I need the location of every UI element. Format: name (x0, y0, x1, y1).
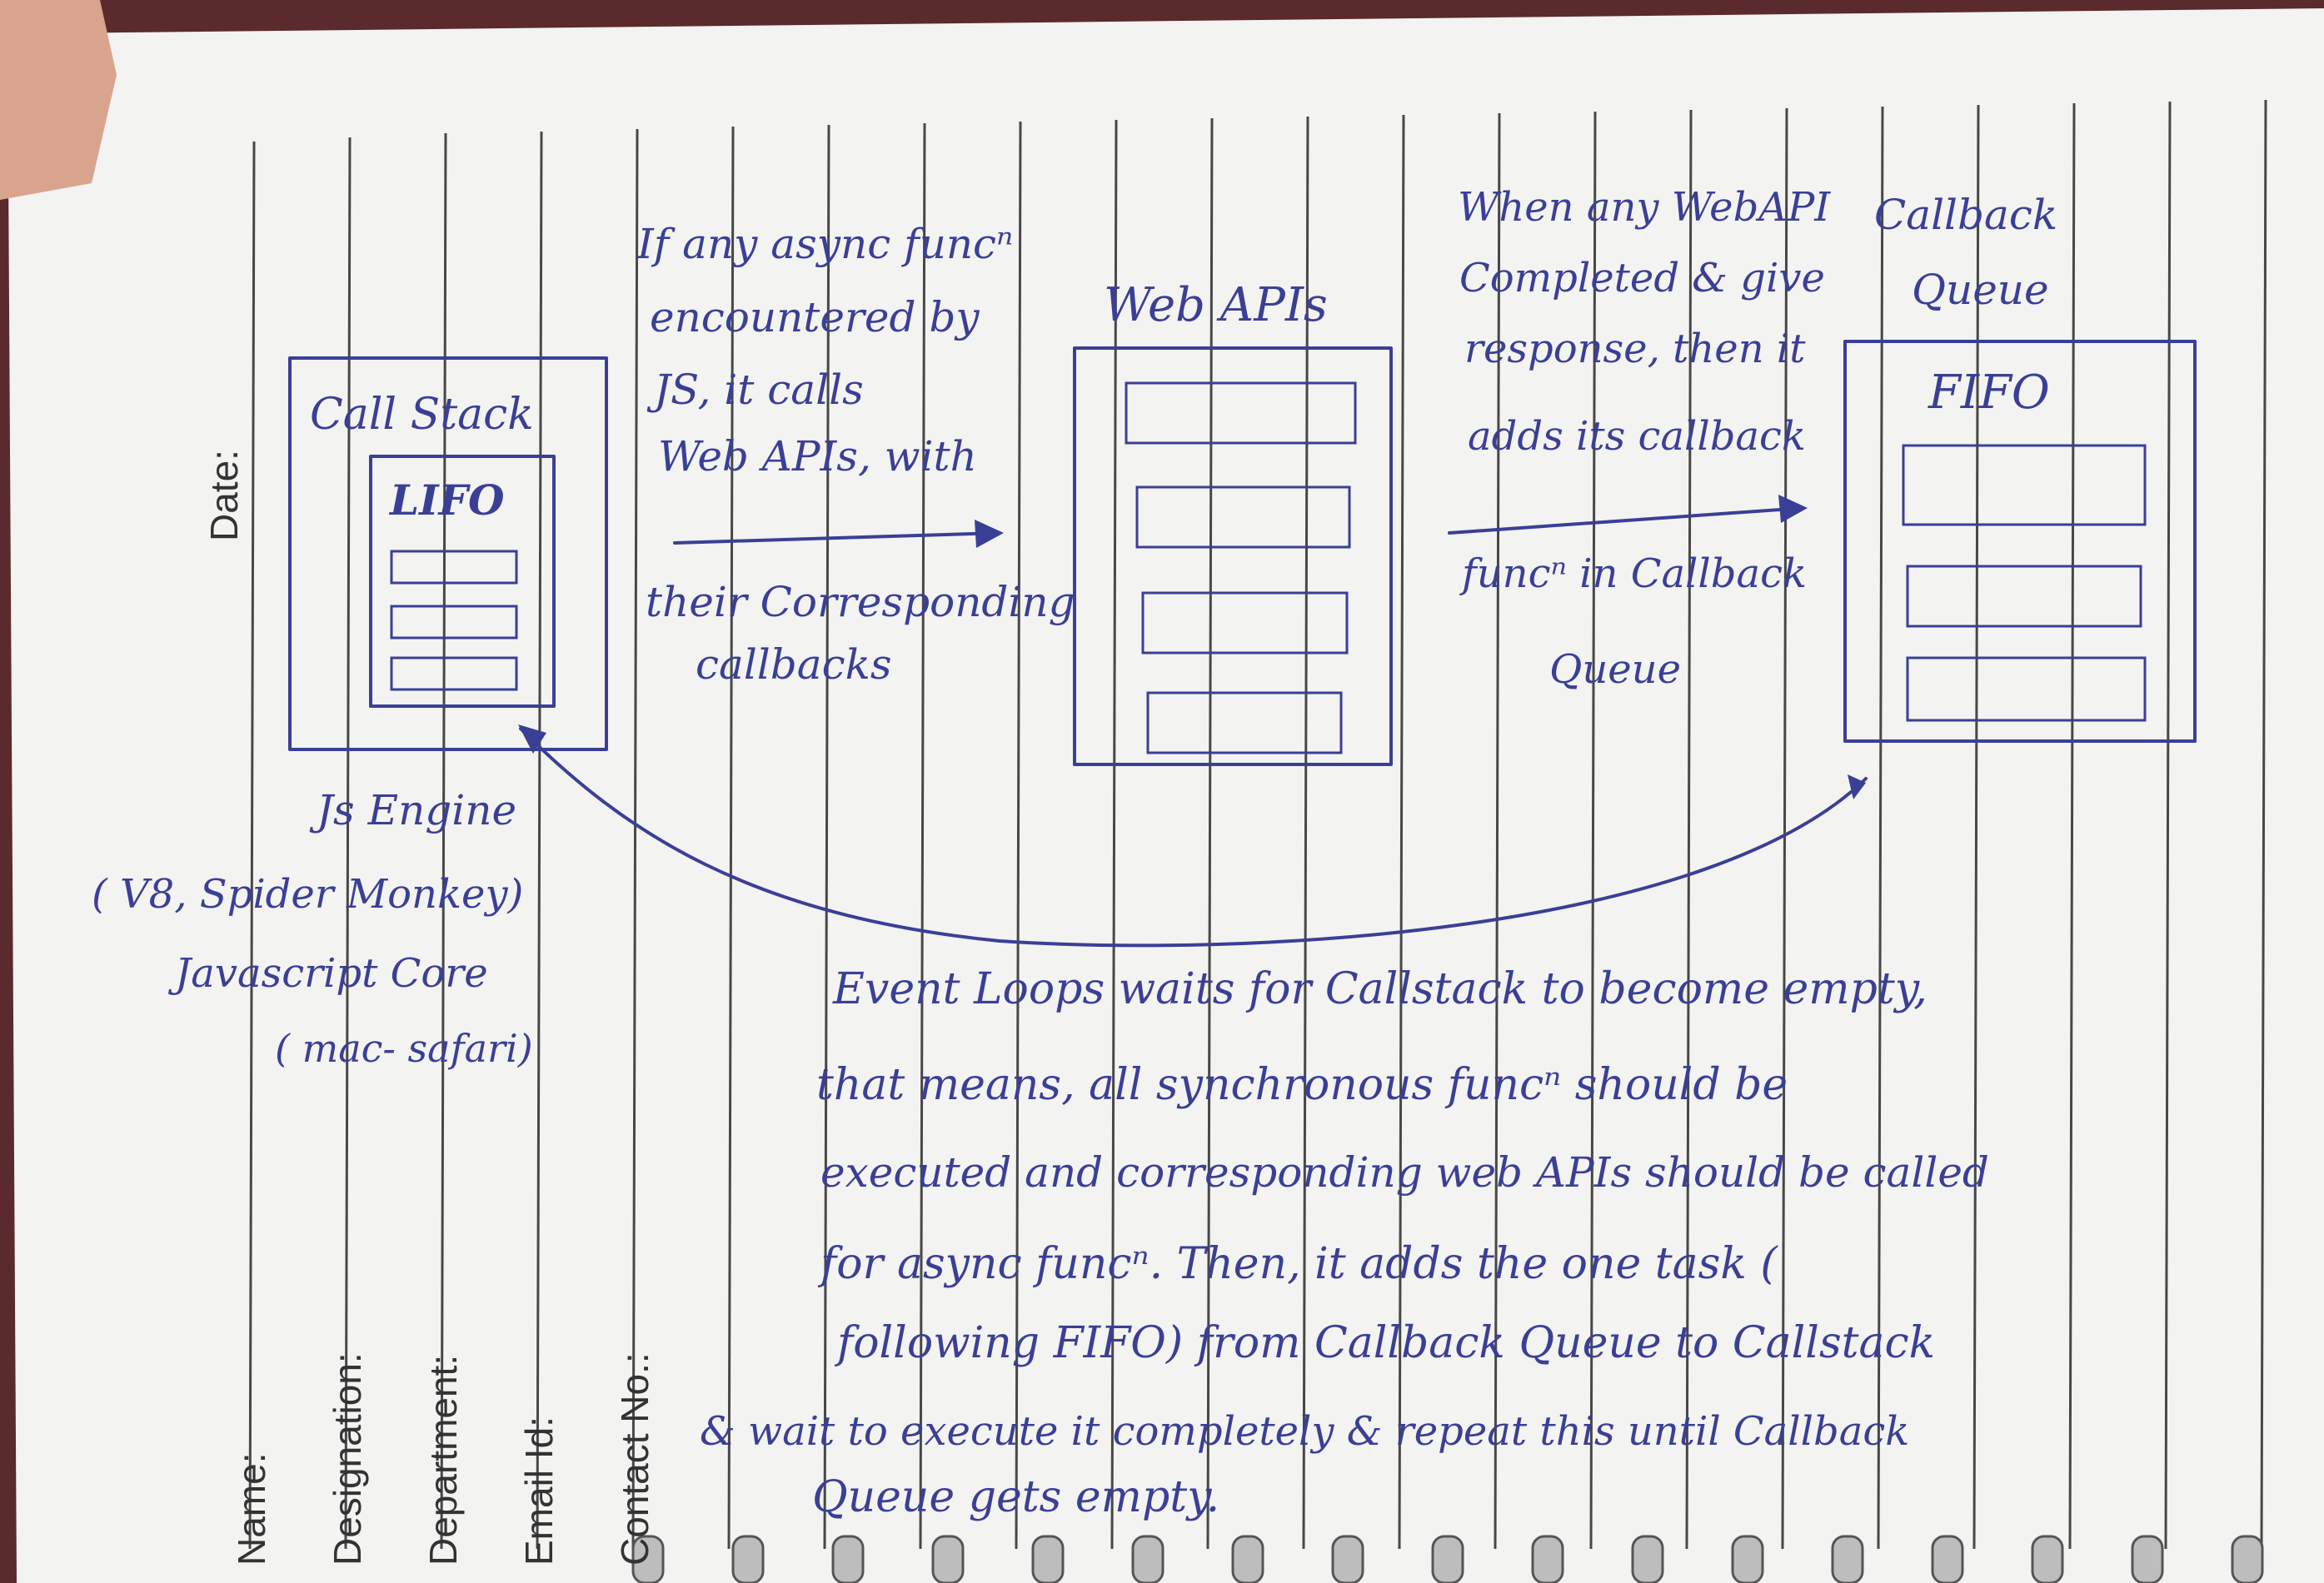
event-loop-curve (519, 727, 1868, 948)
callback-queue-title2: Queue (1912, 266, 2049, 314)
note-left-line3: JS, it calls (646, 366, 864, 414)
arrow-to-callback-queue (1448, 506, 1805, 535)
note-left-line4: Web APIs, with (658, 432, 977, 480)
stack-frame (390, 550, 518, 585)
label-email: Email Id: (517, 1416, 561, 1566)
finger (0, 0, 117, 200)
note-left-line2: encountered by (650, 293, 980, 341)
queue-slot (1902, 444, 2147, 526)
event-loop-line3: executed and corresponding web APIs shou… (820, 1148, 1989, 1197)
callback-queue-diagram: Callback Queue FIFO (1843, 191, 2197, 743)
rule-lines (248, 99, 2267, 1550)
call-stack-title: Call Stack (310, 390, 534, 440)
js-engine-line1: ( V8, Spider Monkey) (92, 871, 523, 918)
callback-queue-title1: Callback (1874, 191, 2057, 239)
stack-frame (390, 656, 518, 691)
js-engine-title: Js Engine (309, 786, 516, 834)
label-date: Date: (202, 450, 246, 541)
spiral-binding (631, 1535, 2264, 1583)
queue-slot (1906, 656, 2147, 722)
lifo-box (369, 455, 556, 708)
label-department: Department: (421, 1355, 465, 1566)
arrowhead (1848, 774, 1866, 799)
arrowhead (975, 520, 1004, 548)
web-api-slot (1141, 591, 1349, 655)
note-right-line2: Completed & give (1459, 255, 1825, 301)
label-contact: Contact No.: (613, 1352, 656, 1566)
event-loop-note: Event Loops waits for Callstack to becom… (700, 964, 1989, 1522)
lifo-label: LIFO (388, 475, 505, 525)
js-engine-line2: Javascript Core (167, 950, 488, 997)
event-loop-line6: & wait to execute it completely & repeat… (700, 1408, 1909, 1455)
async-note: If any async funcⁿ encountered by JS, it… (636, 220, 1075, 689)
event-loop-line4: for async funcⁿ. Then, it adds the one t… (817, 1239, 1778, 1289)
note-right-line3: response, then it (1464, 326, 1806, 372)
event-loop-line1: Event Loops waits for Callstack to becom… (832, 964, 1928, 1014)
arrow-to-web-apis (673, 531, 1001, 545)
note-left-line5: their Corresponding (646, 578, 1075, 626)
event-loop-arrow (518, 724, 1868, 948)
event-loop-line7: Queue gets empty. (812, 1472, 1219, 1522)
web-api-slot (1135, 485, 1351, 549)
callback-queue-box (1843, 340, 2197, 743)
note-right-line1: When any WebAPI (1458, 184, 1831, 231)
web-api-slot (1146, 691, 1343, 754)
call-stack-box (288, 356, 608, 751)
label-designation: Designation: (326, 1352, 369, 1566)
note-right-line4: adds its callback (1468, 413, 1806, 460)
note-right-line6: Queue (1549, 646, 1681, 693)
js-engine-line3: ( mac- safari) (275, 1026, 533, 1071)
arrowhead (1778, 495, 1808, 523)
note-left-line1: If any async funcⁿ (636, 220, 1013, 268)
event-loop-line2: that means, all synchronous funcⁿ should… (816, 1060, 1788, 1110)
web-apis-title: Web APIs (1104, 278, 1328, 332)
fifo-label: FIFO (1928, 366, 2050, 420)
queue-slot (1906, 565, 2142, 628)
arrowhead (518, 724, 546, 754)
web-apis-box (1073, 346, 1393, 766)
notebook-page (8, 8, 2324, 1583)
note-right-line5: funcⁿ in Callback (1459, 550, 1807, 597)
event-loop-line5: following FIFO) from Callback Queue to C… (834, 1318, 1935, 1368)
web-apis-diagram: Web APIs (1073, 278, 1393, 766)
call-stack-diagram: Call Stack LIFO Js Engine ( V8, Spider M… (92, 356, 608, 1071)
label-name: Name: (230, 1453, 273, 1566)
note-left-line6: callbacks (696, 640, 892, 689)
stack-frame (390, 605, 518, 640)
web-api-slot (1125, 381, 1357, 445)
callback-note: When any WebAPI Completed & give respons… (1448, 184, 1831, 693)
